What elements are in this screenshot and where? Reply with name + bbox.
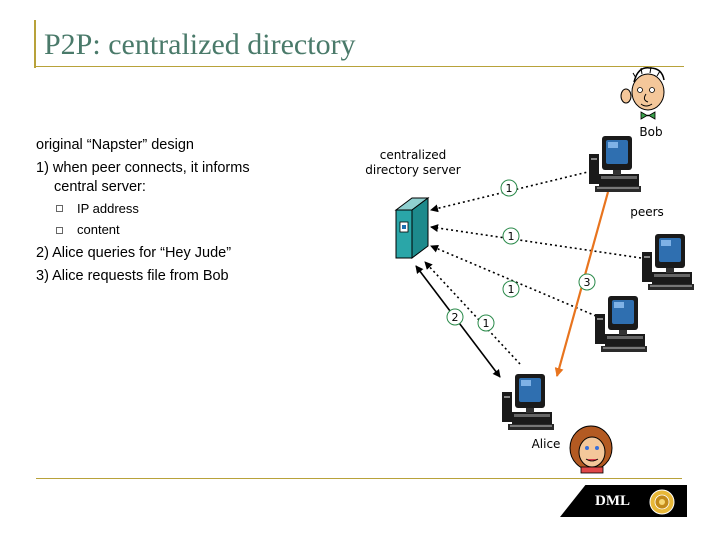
svg-text:1: 1 [506,182,513,195]
bullet-step-1-line-2: central server: [54,178,146,195]
server-label-line-1: centralized [380,148,447,162]
bullet-intro: original “Napster” design [36,137,194,153]
title-corner-rule [34,20,36,68]
peer-computer-icon [595,296,647,352]
badge-1-alice: 1 [477,314,495,332]
svg-text:1: 1 [508,283,515,296]
peers-label: peers [630,205,664,219]
register-arrow-peer-right [430,224,642,259]
slide-title: P2P: centralized directory [44,28,356,61]
badge-2-query: 2 [446,308,464,326]
svg-text:3: 3 [584,276,591,289]
badge-1-peer-right: 1 [502,227,520,245]
peer-computer-icon [642,234,694,290]
sub-bullet-ip: IP address [56,201,336,218]
register-arrow-bob [430,169,597,213]
directory-server-icon [394,197,430,259]
badge-3-transfer: 3 [578,273,596,291]
bullet-step-2: 2) Alice queries for “Hey Jude” [36,245,232,262]
sub-bullet-content: content [56,222,336,239]
bullet-list: original “Napster” design 1) when peer c… [36,136,336,290]
svg-text:1: 1 [483,317,490,330]
svg-text:2: 2 [452,311,459,324]
footer-rule [36,478,682,479]
alice-label: Alice [532,437,561,451]
title-underline [34,66,684,67]
bullet-step-3: 3) Alice requests file from Bob [36,268,229,285]
bob-label: Bob [639,125,662,139]
emblem-icon [649,489,675,515]
svg-text:1: 1 [508,230,515,243]
alice-computer-icon [502,374,554,430]
bob-face-icon [620,66,665,120]
sub-bullet-content-text: content [77,222,120,238]
bullet-step-1: 1) when peer connects, it informs centra… [36,159,336,197]
sub-bullet-ip-text: IP address [77,200,139,216]
square-bullet-icon [56,227,63,235]
bullet-step-1-line-1: 1) when peer connects, it informs [36,159,250,176]
alice-face-icon [569,425,613,474]
register-arrow-alice [424,261,521,365]
server-label-line-2: directory server [365,163,461,177]
badge-1-bob: 1 [500,179,518,197]
bob-computer-icon [589,136,641,192]
dml-logo-text: DML [595,493,630,509]
square-bullet-icon [56,205,63,213]
badge-1-peer-lower: 1 [502,280,520,298]
